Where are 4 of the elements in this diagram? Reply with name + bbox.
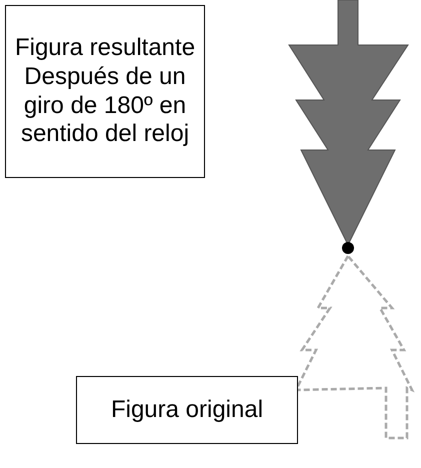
box-text: Figura resultante Después de un giro de 180º en sentido del reloj bbox=[14, 34, 196, 150]
text-box bbox=[5, 5, 205, 178]
text-box bbox=[76, 376, 298, 444]
box-text: Figura original bbox=[110, 396, 264, 424]
